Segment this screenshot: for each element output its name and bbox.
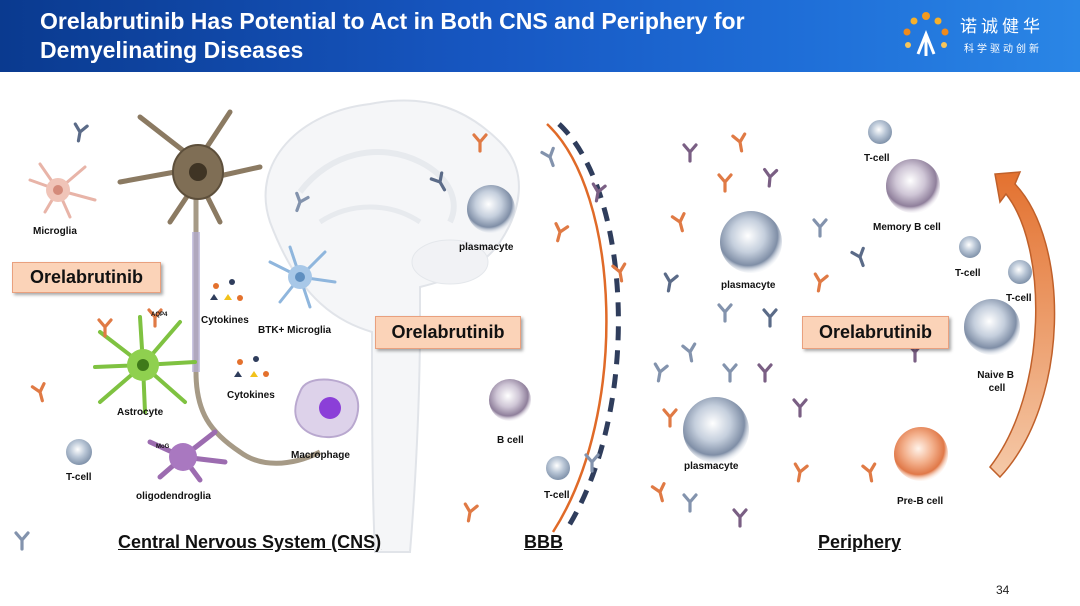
antibody-icon xyxy=(757,363,773,383)
antibody-icon xyxy=(792,398,808,418)
neuron-illustration xyxy=(117,109,322,466)
antibody-icon xyxy=(670,212,686,233)
microglia-cell xyxy=(28,162,97,219)
recirculation-arrow xyxy=(989,171,1056,479)
label-cytokines-2: Cytokines xyxy=(227,390,275,401)
logo-slogan: 科学驱动创新 xyxy=(964,44,1042,55)
antibody-icon xyxy=(812,218,828,238)
section-bbb: BBB xyxy=(524,532,563,552)
label-macrophage: Macrophage xyxy=(291,450,350,461)
label-btk-microglia: BTK+ Microglia xyxy=(258,325,332,336)
label-cns-plasmacyte: plasmacyte xyxy=(459,242,514,253)
antibody-icon xyxy=(540,146,555,168)
periphery-plasmacyte-1 xyxy=(720,211,782,273)
label-memory-b-cell: Memory B cell xyxy=(873,222,941,233)
periphery-t-cell-right xyxy=(1008,260,1032,284)
antibody-icon xyxy=(682,143,698,163)
periphery-plasmacyte-2 xyxy=(683,397,749,463)
label-astrocyte: Astrocyte xyxy=(117,407,164,418)
antibody-icon xyxy=(681,342,697,363)
oligodendroglia-cell xyxy=(147,429,228,483)
antibody-icon xyxy=(662,408,678,428)
section-periphery: Periphery xyxy=(818,532,902,552)
antibody-icon xyxy=(14,531,30,551)
slide-title: Orelabrutinib Has Potential to Act in Bo… xyxy=(40,8,745,63)
label-t-cell-2: T-cell xyxy=(544,490,570,501)
antibody-icon xyxy=(147,308,163,328)
orelabrutinib-box-brain: Orelabrutinib xyxy=(375,316,521,349)
btk-microglia-cell xyxy=(268,245,337,309)
antibody-icon xyxy=(554,222,570,243)
cns-t-cell-2 xyxy=(546,456,570,480)
antibody-icon xyxy=(731,132,747,153)
antibody-icon xyxy=(591,182,607,203)
antibody-icon xyxy=(472,133,488,153)
antibody-icon xyxy=(717,173,733,193)
antibody-icon xyxy=(663,272,679,293)
cytokines-cluster-1 xyxy=(210,279,243,301)
cns-b-cell xyxy=(489,379,531,421)
label-periphery-t-cell-mid: T-cell xyxy=(955,268,981,279)
logo-dots-icon xyxy=(903,12,949,56)
antibody-icon xyxy=(762,308,778,328)
periphery-t-cell-mid xyxy=(959,236,981,258)
orelabrutinib-box-periphery: Orelabrutinib xyxy=(802,316,949,349)
periphery-naive-b-cell xyxy=(964,299,1020,355)
antibody-icon xyxy=(30,382,46,403)
label-periphery-plasmacyte-2: plasmacyte xyxy=(684,461,739,472)
label-pre-b-cell: Pre-B cell xyxy=(897,496,943,507)
section-cns: Central Nervous System (CNS) xyxy=(118,532,382,552)
cns-t-cell xyxy=(66,439,92,465)
antibody-icon xyxy=(732,508,748,528)
antibody-icon xyxy=(73,122,89,143)
logo-chinese-name: 诺诚健华 xyxy=(960,17,1044,37)
antibody-icon xyxy=(295,191,310,213)
label-cytokines-1: Cytokines xyxy=(201,315,249,326)
antibody-icon xyxy=(793,462,809,483)
antibody-icon xyxy=(429,171,447,192)
label-microglia: Microglia xyxy=(33,226,77,237)
cytokines-cluster-2 xyxy=(234,356,269,377)
antibody-icon xyxy=(584,453,600,473)
antibody-icon xyxy=(763,167,779,188)
periphery-t-cell-top xyxy=(868,120,892,144)
label-mog: MoG xyxy=(156,444,170,450)
label-oligodendroglia: oligodendroglia xyxy=(136,491,211,502)
blood-brain-barrier xyxy=(546,122,621,534)
label-periphery-t-cell-right: T-cell xyxy=(1006,293,1032,304)
periphery-memory-b-cell xyxy=(886,159,940,213)
antibody-icon xyxy=(611,262,627,283)
antibody-icon xyxy=(97,318,113,338)
label-naive-b-cell: Naive B cell xyxy=(977,370,1016,394)
antibody-icon xyxy=(813,272,829,293)
orelabrutinib-box-cns: Orelabrutinib xyxy=(12,262,161,293)
label-t-cell: T-cell xyxy=(66,472,92,483)
astrocyte-cell xyxy=(93,315,197,414)
antibody-icon xyxy=(850,246,865,268)
antibody-icon xyxy=(650,482,666,503)
periphery-pre-b-cell xyxy=(894,427,948,481)
label-b-cell: B cell xyxy=(497,435,524,446)
title-bar: Orelabrutinib Has Potential to Act in Bo… xyxy=(0,0,1080,72)
antibody-icon xyxy=(463,502,479,523)
page-number: 34 xyxy=(996,583,1010,597)
company-logo: 诺诚健华 科学驱动创新 xyxy=(898,10,1073,62)
antibody-icon xyxy=(682,493,698,513)
cns-plasmacyte-cell xyxy=(467,185,515,233)
antibody-icon xyxy=(653,362,669,383)
antibody-icon xyxy=(861,462,877,483)
antibody-icon xyxy=(717,303,733,323)
label-aqp4: AQP4 xyxy=(151,312,168,318)
antibody-icon xyxy=(722,363,738,383)
label-periphery-t-cell-top: T-cell xyxy=(864,153,890,164)
macrophage-cell xyxy=(294,378,360,439)
label-periphery-plasmacyte-1: plasmacyte xyxy=(721,280,776,291)
